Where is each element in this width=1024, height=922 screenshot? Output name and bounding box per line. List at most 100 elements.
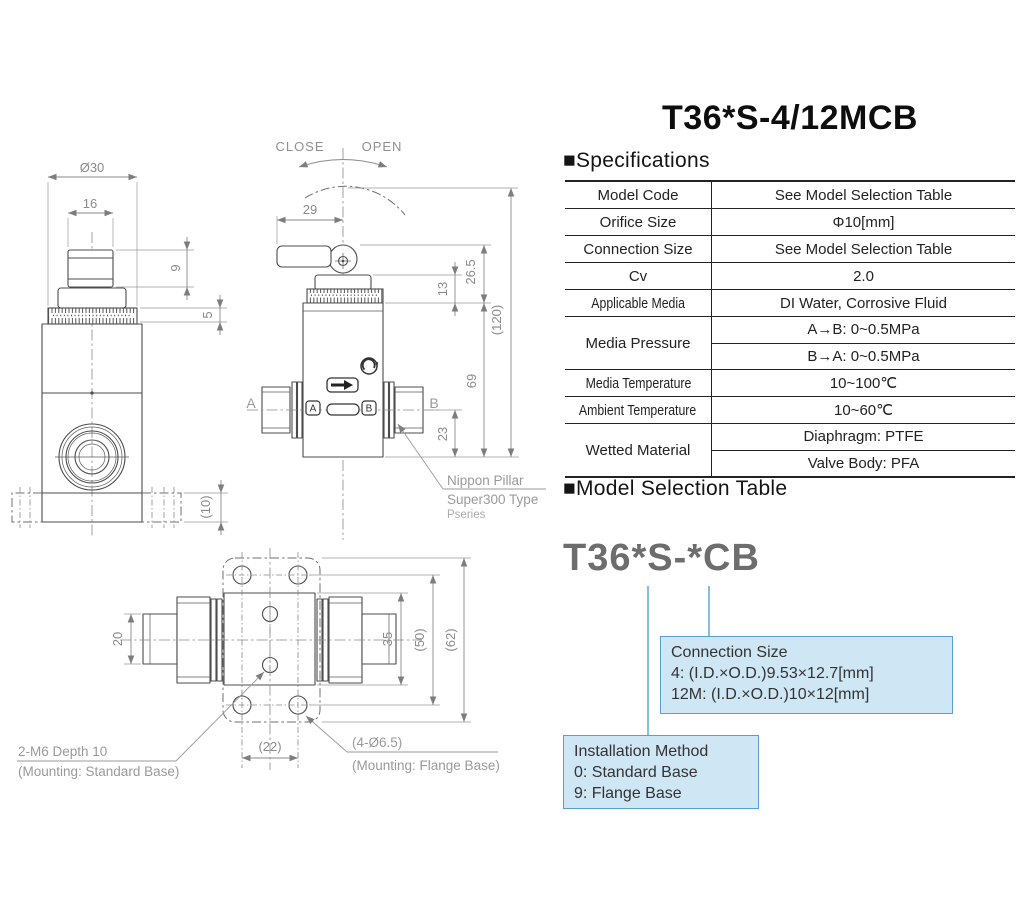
spec-value: 10~100℃ <box>829 375 898 392</box>
dim-dia30: Ø30 <box>47 160 138 306</box>
dim-5-label: 5 <box>200 311 215 318</box>
dim-10-label: (10) <box>198 495 213 518</box>
flange-mount-callout: (4-Ø6.5) (Mounting: Flange Base) <box>305 715 500 773</box>
model-code: T36*S-*CB <box>563 537 760 579</box>
spec-label: Media Pressure <box>565 317 712 369</box>
dim-22: (22) <box>242 739 298 762</box>
dim-35-label: 35 <box>380 632 395 646</box>
side-bonnet <box>314 274 372 291</box>
leader-line-installation <box>647 586 649 735</box>
bottom-view: 20 35 (50) (62) (22) <box>17 548 500 779</box>
flange-callout-line1: (4-Ø6.5) <box>352 735 402 750</box>
spec-label: Ambient Temperature <box>565 397 712 423</box>
front-view: Ø30 16 9 <box>11 160 228 537</box>
m6-callout-line2: (Mounting: Standard Base) <box>18 764 179 779</box>
spec-row-ambient-temperature: Ambient Temperature 10~60℃ <box>565 397 1015 424</box>
spec-row-media-pressure: Media Pressure A→B: 0~0.5MPa B→A: 0~0.5M… <box>565 317 1015 370</box>
dim-35: 35 <box>317 592 408 686</box>
handle <box>276 244 358 274</box>
front-bonnet <box>57 287 127 309</box>
port-b-mark-label: B <box>366 404 373 415</box>
dim-26-5-label: 26.5 <box>463 259 478 284</box>
installation-option-0: 0: Standard Base <box>574 764 698 781</box>
fitting-callout-line3: Pseries <box>447 509 486 521</box>
m6-callout-line1: 2-M6 Depth 10 <box>18 744 107 759</box>
label-slot <box>326 403 360 416</box>
front-knurled-ring <box>47 307 138 325</box>
port-a-mark-label: A <box>310 404 317 415</box>
connection-size-option-12m: 12M: (I.D.×O.D.)10×12[mm] <box>671 686 870 703</box>
fitting-callout: Nippon Pillar Super300 Type Pseries <box>397 423 546 521</box>
port-b-label: B <box>429 395 438 411</box>
fitting-callout-line1: Nippon Pillar <box>447 473 524 488</box>
dim-23-label: 23 <box>435 427 450 441</box>
connection-size-box: Connection Size 4: (I.D.×O.D.)9.53×12.7[… <box>660 636 953 714</box>
spec-value: 10~60℃ <box>834 402 893 419</box>
front-base <box>11 487 182 528</box>
dim-9-label: 9 <box>168 264 183 271</box>
spec-row-orifice-size: Orifice Size Φ10[mm] <box>565 209 1015 236</box>
dim-26-5: 26.5 <box>463 245 488 303</box>
rotation-icon <box>360 357 379 375</box>
side-view: CLOSE OPEN 29 <box>246 139 546 540</box>
dim-69-label: 69 <box>464 374 479 388</box>
spec-value: 2.0 <box>853 267 874 285</box>
spec-label: Connection Size <box>565 236 712 262</box>
spec-value: See Model Selection Table <box>774 186 953 204</box>
dim-16: 16 <box>67 196 114 247</box>
dim-16-label: 16 <box>83 196 97 211</box>
dim-120-label: (120) <box>489 305 504 335</box>
dim-50-label: (50) <box>412 628 427 651</box>
specifications-heading: ■Specifications <box>563 149 710 172</box>
spec-value: Valve Body: PFA <box>712 449 1015 477</box>
dim-13: 13 <box>435 262 459 316</box>
spec-value: DI Water, Corrosive Fluid <box>780 294 947 312</box>
dim-22-label: (22) <box>258 739 281 754</box>
dim-20: 20 <box>110 613 141 665</box>
model-selection-heading: ■Model Selection Table <box>563 477 788 500</box>
side-knurled-ring <box>306 288 384 304</box>
spec-row-wetted-material: Wetted Material Diaphragm: PTFE Valve Bo… <box>565 424 1015 476</box>
dim-23: 23 <box>435 410 459 457</box>
dim-20-label: 20 <box>110 632 125 646</box>
spec-label: Cv <box>565 263 712 289</box>
open-close-arrow <box>298 159 388 168</box>
handle-swing-arc <box>304 185 406 216</box>
page-title: T36*S-4/12MCB <box>662 99 918 137</box>
installation-method-box: Installation Method 0: Standard Base 9: … <box>563 735 759 809</box>
flow-direction-badge <box>326 377 359 393</box>
dim-5: 5 <box>140 295 227 335</box>
port-a-mark: A <box>305 400 321 416</box>
leader-line-connection <box>708 586 710 636</box>
spec-row-cv: Cv 2.0 <box>565 263 1015 290</box>
spec-label: Applicable Media <box>565 290 712 316</box>
spec-value: Diaphragm: PTFE <box>803 428 924 446</box>
spec-value: B→A: 0~0.5MPa <box>712 342 1015 370</box>
connection-size-option-4: 4: (I.D.×O.D.)9.53×12.7[mm] <box>671 665 874 682</box>
spec-value: A→B: 0~0.5MPa <box>807 321 920 339</box>
close-label: CLOSE <box>275 139 324 154</box>
spec-row-applicable-media: Applicable Media DI Water, Corrosive Flu… <box>565 290 1015 317</box>
dim-29: 29 <box>276 202 343 244</box>
installation-method-title: Installation Method <box>574 743 709 760</box>
connection-size-title: Connection Size <box>671 644 788 661</box>
m6-callout: 2-M6 Depth 10 (Mounting: Standard Base) <box>17 671 265 779</box>
specifications-table: Model Code See Model Selection Table Ori… <box>565 180 1015 478</box>
dim-10: (10) <box>184 480 228 535</box>
technical-drawings: Ø30 16 9 <box>11 139 546 779</box>
dim-120: (120) <box>489 188 515 457</box>
front-knob <box>67 249 114 288</box>
front-port-circles <box>55 423 129 491</box>
dim-13-label: 13 <box>435 282 450 296</box>
dim-29-label: 29 <box>303 202 317 217</box>
open-label: OPEN <box>362 139 403 154</box>
installation-option-9: 9: Flange Base <box>574 785 682 802</box>
dim-62-label: (62) <box>443 628 458 651</box>
spec-label: Wetted Material <box>565 424 712 476</box>
fitting-callout-line2: Super300 Type <box>447 492 538 507</box>
spec-label: Model Code <box>565 182 712 208</box>
spec-value: Φ10[mm] <box>832 213 895 231</box>
dim-dia30-label: Ø30 <box>80 160 105 175</box>
spec-label: Media Temperature <box>565 370 712 396</box>
